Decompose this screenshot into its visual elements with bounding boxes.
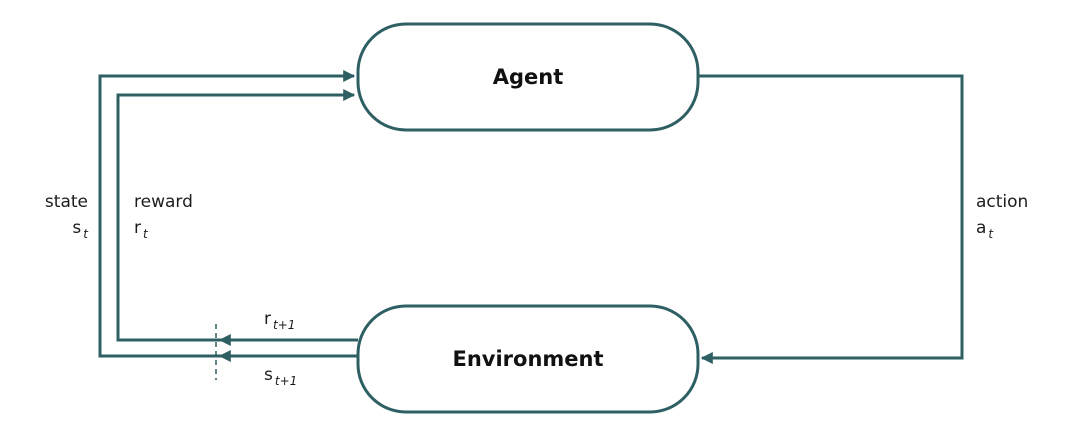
action-arrow: [698, 74, 964, 364]
agent-label: Agent: [493, 65, 564, 89]
reward-word: reward: [134, 192, 193, 212]
environment-box: [356, 304, 700, 414]
state-word: state: [44, 192, 88, 212]
agent-node: Agent: [356, 22, 700, 132]
action-word: action: [976, 192, 1029, 212]
environment-label: Environment: [452, 347, 603, 371]
environment-node: Environment: [356, 304, 700, 414]
